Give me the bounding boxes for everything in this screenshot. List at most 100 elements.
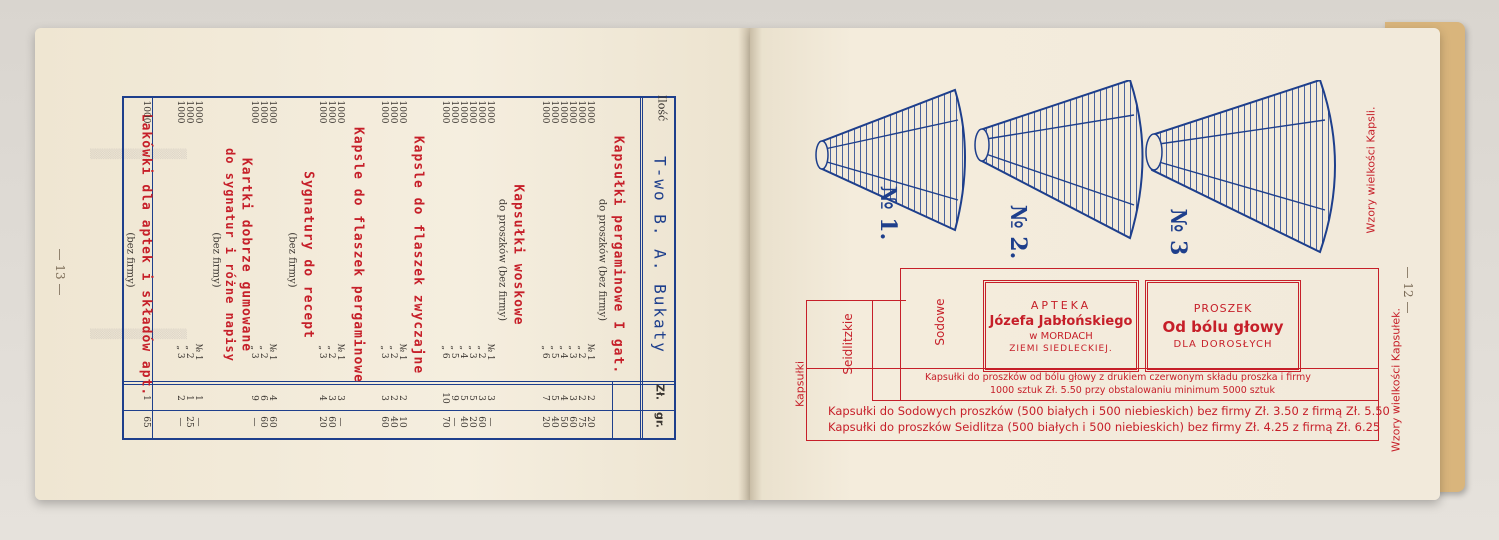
row-gr: 10 xyxy=(397,416,407,428)
left-page xyxy=(35,28,750,500)
row-zl: 7 xyxy=(540,395,550,401)
row-gr: 60 xyxy=(326,416,336,428)
row-number: „ 2 xyxy=(184,345,194,359)
row-zl: 1 xyxy=(193,395,203,401)
row-qty: 1000 xyxy=(141,100,151,124)
product-subtitle: (bez firmy) xyxy=(124,232,136,288)
row-gr: 60 xyxy=(258,416,268,428)
row-qty: 1000 xyxy=(576,100,586,124)
header-zl: Zł. xyxy=(653,383,667,401)
row-gr: 70 xyxy=(440,416,450,428)
row-gr: — xyxy=(249,417,259,427)
row-zl: 2 xyxy=(175,395,185,401)
product-name-line2: do sygnatur i różne napisy xyxy=(223,148,237,362)
kapsulki-label: Kapsułki xyxy=(793,361,807,407)
row-qty: 1000 xyxy=(184,100,194,124)
header-gr: gr. xyxy=(653,412,667,428)
row-gr: 25 xyxy=(184,416,194,428)
row-qty: 1000 xyxy=(558,100,568,124)
row-number: № 1 xyxy=(267,343,277,361)
row-number: „ 6 xyxy=(540,345,550,359)
capsule-illustrations xyxy=(815,80,1336,254)
row-number: „ 5 xyxy=(449,345,459,359)
row-zl: 2 xyxy=(397,395,407,401)
row-qty: 1000 xyxy=(249,100,259,124)
header-firm: T-wo B. A. Bukaty xyxy=(650,156,670,354)
row-zl: 5 xyxy=(467,395,477,401)
row-qty: 1000 xyxy=(549,100,559,124)
row-zl: 2 xyxy=(576,395,586,401)
row-qty: 1000 xyxy=(458,100,468,124)
row-zl: 4 xyxy=(267,395,277,401)
row-qty: 1000 xyxy=(326,100,336,124)
product-name: Kapsle do flaszek zwyczajne xyxy=(410,135,426,375)
row-gr: 60 xyxy=(267,416,277,428)
row-qty: 1000 xyxy=(267,100,277,124)
row-zl: 3 xyxy=(567,395,577,401)
seidlitzkie-label: Seidlitzkie xyxy=(841,313,855,375)
row-zl: 1 xyxy=(184,395,194,401)
row-qty: 1000 xyxy=(476,100,486,124)
row-zl: 2 xyxy=(585,395,595,401)
row-zl: 9 xyxy=(249,395,259,401)
row-number: „ 5 xyxy=(549,345,559,359)
row-number: „ 2 xyxy=(258,345,268,359)
row-zl: 10 xyxy=(440,392,450,404)
row-zl: 3 xyxy=(485,395,495,401)
header-qty: Ilość xyxy=(655,94,669,122)
product-name: Kapsułki woskowe xyxy=(510,184,526,326)
row-gr: — xyxy=(485,417,495,427)
page-number-right: — 12 — xyxy=(1401,266,1415,314)
notice-line-2: 1000 sztuk Zł. 5.50 przy obstalowaniu mi… xyxy=(990,385,1275,396)
row-number: „ 3 xyxy=(175,345,185,359)
capsule-number-1: № 1. xyxy=(875,185,901,241)
row-gr: 60 xyxy=(379,416,389,428)
row-gr: — xyxy=(193,417,203,427)
row-gr: — xyxy=(175,417,185,427)
row-gr: 50 xyxy=(558,416,568,428)
row-gr: 75 xyxy=(576,416,586,428)
row-qty: 1000 xyxy=(485,100,495,124)
row-gr: 40 xyxy=(549,416,559,428)
row-gr: — xyxy=(449,417,459,427)
row-zl: 3 xyxy=(379,395,389,401)
row-number: № 1 xyxy=(335,343,345,361)
page-number-left: — 13 — xyxy=(53,248,67,296)
row-number: № 1 xyxy=(485,343,495,361)
price-line-sodowe: Kapsułki do Sodowych proszków (500 biały… xyxy=(828,404,1390,418)
row-qty: 1000 xyxy=(440,100,450,124)
kapsulek-sizes-title: Wzory wielkości Kapsułek. xyxy=(1389,307,1403,453)
row-number: „ 2 xyxy=(326,345,336,359)
row-zl: 6 xyxy=(258,395,268,401)
row-qty: 1000 xyxy=(317,100,327,124)
row-gr: — xyxy=(335,417,345,427)
row-zl: 5 xyxy=(549,395,559,401)
row-gr: 20 xyxy=(585,416,595,428)
row-number: „ 2 xyxy=(576,345,586,359)
row-gr: 40 xyxy=(388,416,398,428)
product-subtitle: (bez firmy) xyxy=(210,232,222,288)
row-qty: 1000 xyxy=(388,100,398,124)
row-zl: 3 xyxy=(476,395,486,401)
row-zl: 5 xyxy=(458,395,468,401)
row-qty: 1000 xyxy=(193,100,203,124)
product-name: Sygnatury do recept xyxy=(300,171,316,339)
pharmacy-label-sample: APTEKA Józefa Jabłońskiego w MORDACH ZIE… xyxy=(983,280,1139,372)
row-number: „ 3 xyxy=(567,345,577,359)
row-qty: 1000 xyxy=(449,100,459,124)
row-zl: 2 xyxy=(388,395,398,401)
capsule-number-2: № 2. xyxy=(1005,204,1031,260)
row-number: „ 4 xyxy=(458,345,468,359)
row-gr: 60 xyxy=(476,416,486,428)
row-number: „ 3 xyxy=(379,345,389,359)
product-subtitle: do proszków (bez firmy) xyxy=(496,198,508,322)
product-name: Lakówki dla aptek i składów apt. xyxy=(138,113,154,397)
row-number: № 1 xyxy=(585,343,595,361)
row-zl: 3 xyxy=(326,395,336,401)
capsule-3-icon xyxy=(1145,80,1336,254)
sodowe-label: Sodowe xyxy=(933,298,947,346)
price-line-seidlitz: Kapsułki do proszków Seidlitza (500 biał… xyxy=(828,420,1381,434)
capsule-2-icon xyxy=(974,80,1144,240)
row-number: „ 2 xyxy=(476,345,486,359)
product-name: Kartki dobrze gumowane xyxy=(238,157,254,353)
